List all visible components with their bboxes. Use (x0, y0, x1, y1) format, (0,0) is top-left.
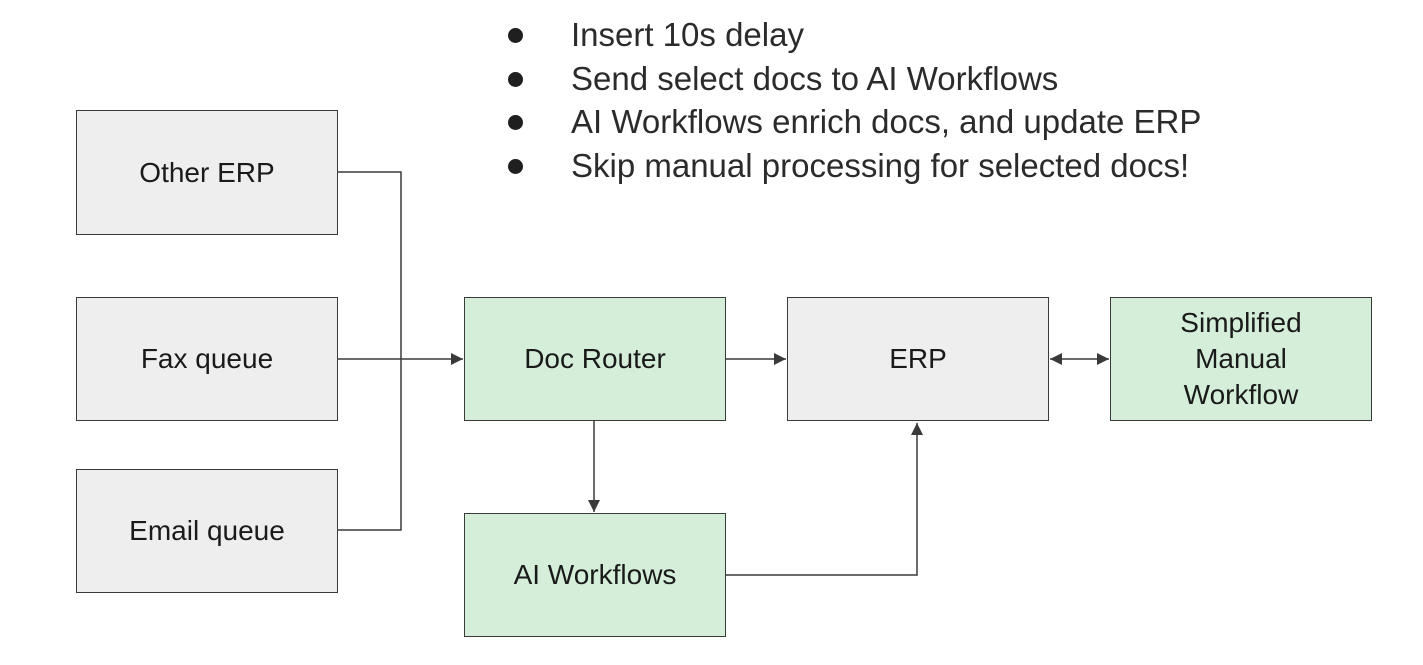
bullet-dot-icon (508, 71, 523, 87)
node-doc-router: Doc Router (464, 297, 726, 421)
node-email-queue: Email queue (76, 469, 338, 593)
bullet-dot-icon (508, 115, 523, 131)
node-simplified-manual-workflow: Simplified Manual Workflow (1110, 297, 1372, 421)
node-ai-workflows: AI Workflows (464, 513, 726, 637)
change-list-text: Insert 10s delay (571, 16, 804, 53)
bullet-dot-icon (508, 27, 523, 43)
change-list-text: Skip manual processing for selected docs… (571, 147, 1190, 185)
bullet-dot-icon (508, 158, 523, 174)
change-list-text: AI Workflows enrich docs, and update ERP (571, 103, 1202, 141)
connector-other-erp-to-bus (337, 171, 402, 359)
arrow-ai-workflows-to-erp (725, 423, 923, 576)
node-erp: ERP (787, 297, 1049, 421)
connector-email-queue-to-bus (337, 359, 402, 531)
change-list-text: Send select docs to AI Workflows (571, 59, 1059, 97)
node-other-erp: Other ERP (76, 110, 338, 235)
node-fax-queue: Fax queue (76, 297, 338, 421)
